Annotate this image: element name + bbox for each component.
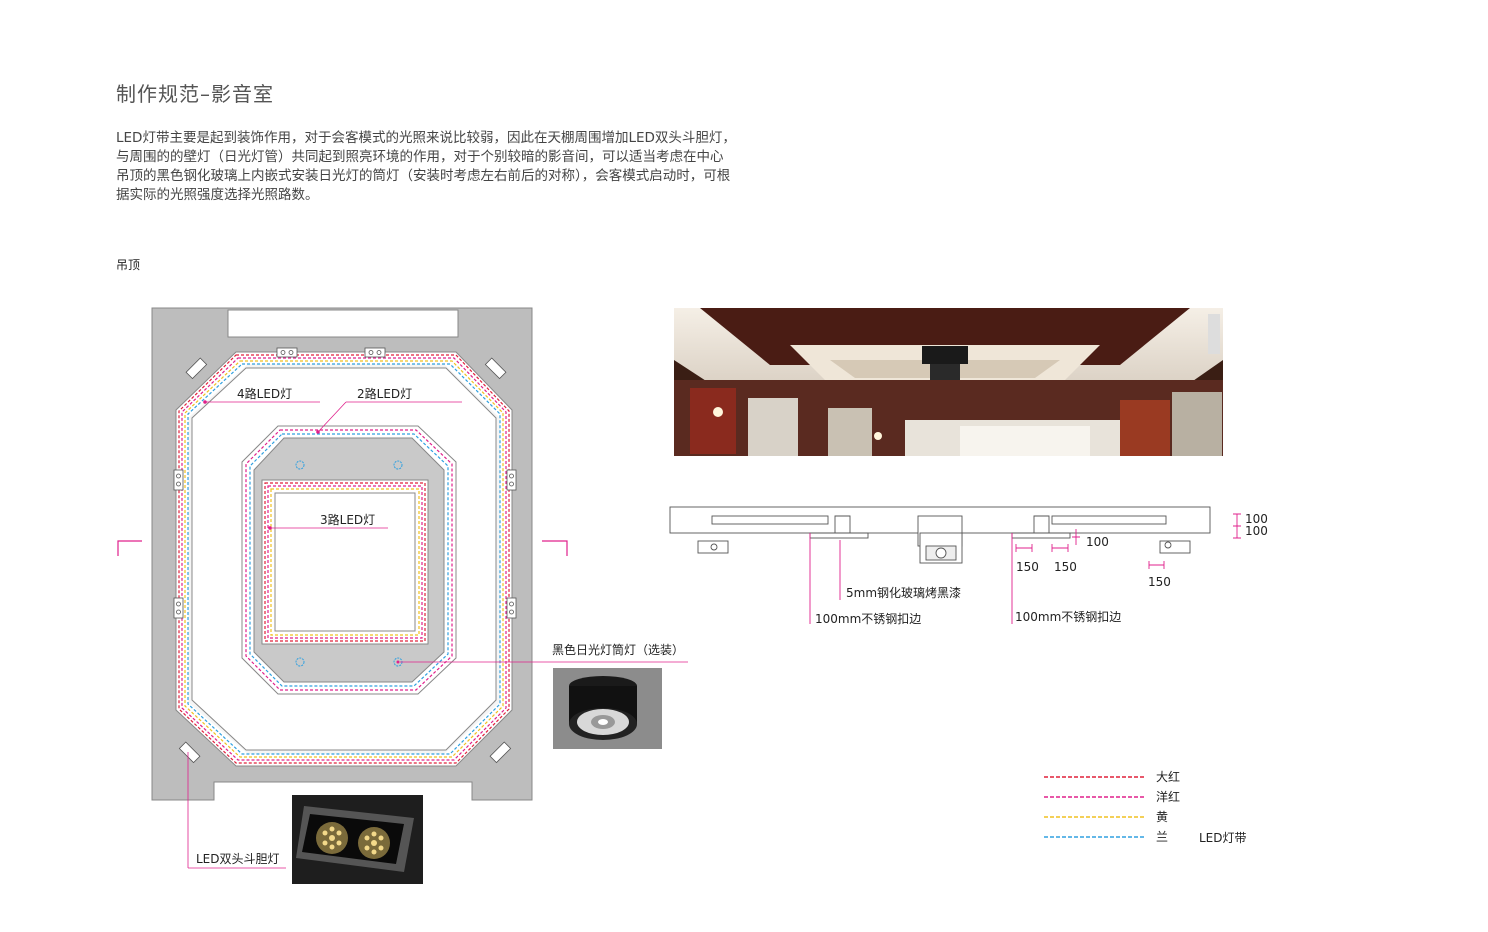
label-4-led: 4路LED灯 <box>237 386 292 401</box>
label-edge-right: 100mm不锈钢扣边 <box>1015 610 1121 624</box>
ceiling-plan: 4路LED灯 2路LED灯 3路LED灯 黑色日光灯筒灯（选装） LED双头斗胆… <box>117 307 688 869</box>
dim-150-c: 150 <box>1148 575 1171 589</box>
downlight-photo <box>553 668 662 749</box>
dim-150-b: 150 <box>1054 560 1077 574</box>
center-magenta-line <box>267 485 423 639</box>
double-head-light-photo <box>292 795 423 884</box>
dim-100-a: 100 <box>1245 512 1268 526</box>
label-edge-left: 100mm不锈钢扣边 <box>815 612 921 626</box>
label-downlight: 黑色日光灯筒灯（选装） <box>552 642 684 657</box>
section-mark-right <box>542 540 568 556</box>
section-drawing <box>669 506 1211 564</box>
description-line: 吊顶的黑色钢化玻璃上内嵌式安装日光灯的筒灯（安装时考虑左右前后的对称），会客模式… <box>116 168 731 184</box>
ceiling-vent-opening <box>227 309 459 338</box>
legend-caption: LED灯带 <box>1199 831 1247 845</box>
dim-100-c: 100 <box>1086 535 1109 549</box>
room-render-photo <box>674 308 1223 456</box>
center-yellow-line <box>270 488 420 636</box>
led-line-red <box>178 354 510 764</box>
description: LED灯带主要是起到装饰作用，对于会客模式的光照来说比较弱，因此在天棚周围增加L… <box>116 129 836 205</box>
description-line: 与周围的的壁灯（日光灯管）共同起到照亮环境的作用，对于个别较暗的影音间，可以适当… <box>116 149 724 165</box>
legend-label: 洋红 <box>1156 789 1180 804</box>
label-3-led: 3路LED灯 <box>320 512 375 527</box>
legend-label: 兰 <box>1156 830 1168 844</box>
dim-100-b: 100 <box>1245 524 1268 538</box>
section-dimensions <box>809 513 1241 624</box>
double-head-light-markers <box>173 347 517 764</box>
center-glass-panel <box>274 492 416 632</box>
led-line-yellow <box>184 360 504 758</box>
downlight-markers <box>295 460 403 667</box>
section-mark-left <box>117 540 142 556</box>
section-label: 吊顶 <box>116 258 141 272</box>
legend-label: 大红 <box>1156 769 1180 784</box>
label-2-led: 2路LED灯 <box>357 386 412 401</box>
label-glass: 5mm钢化玻璃烤黑漆 <box>846 585 961 600</box>
page-title: 制作规范–影音室 <box>116 82 274 106</box>
center-red-line <box>264 482 426 642</box>
middle-ceiling-blue-line <box>249 433 449 687</box>
description-line: LED灯带主要是起到装饰作用，对于会客模式的光照来说比较弱，因此在天棚周围增加L… <box>116 130 736 146</box>
led-line-magenta <box>181 357 507 761</box>
label-double-head-light: LED双头斗胆灯 <box>196 852 280 866</box>
dim-150-a: 150 <box>1016 560 1039 574</box>
legend: 大红 洋红 黄 兰 LED灯带 <box>1044 769 1247 845</box>
description-line: 据实际的光照强度选择光照路数。 <box>116 187 319 203</box>
middle-ceiling-magenta-line <box>245 429 453 691</box>
legend-label: 黄 <box>1156 810 1168 824</box>
led-line-blue <box>187 363 501 755</box>
